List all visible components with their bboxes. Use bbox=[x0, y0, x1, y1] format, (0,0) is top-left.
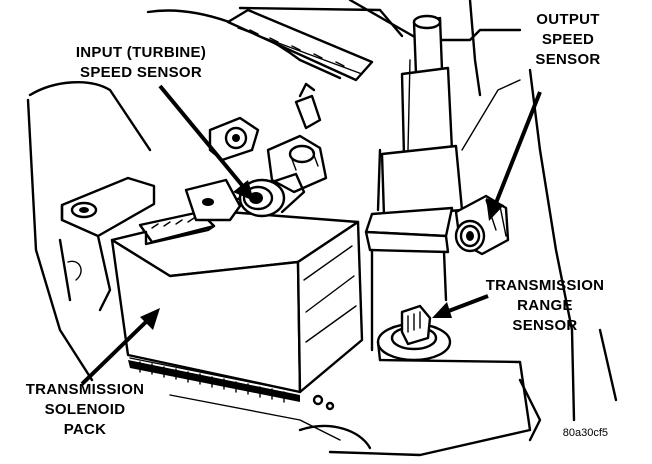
label-transmission-range-sensor: TRANSMISSION RANGE SENSOR bbox=[486, 277, 605, 334]
label-input-speed-sensor-line-2: SPEED SENSOR bbox=[80, 64, 202, 81]
output-shaft bbox=[364, 14, 521, 352]
label-transmission-solenoid-pack-line-3: PACK bbox=[64, 421, 107, 438]
upper-bracket-bar bbox=[226, 8, 374, 82]
label-output-speed-sensor-line-1: OUTPUT bbox=[536, 11, 599, 28]
label-input-speed-sensor-line-1: INPUT (TURBINE) bbox=[76, 44, 206, 61]
label-transmission-range-sensor-line-3: SENSOR bbox=[512, 317, 577, 334]
leader-arrows bbox=[80, 84, 542, 386]
arrowhead-output-speed-sensor bbox=[486, 198, 504, 221]
figure-reference-code: 80a30cf5 bbox=[563, 427, 608, 439]
label-transmission-range-sensor-line-2: RANGE bbox=[517, 297, 573, 314]
input-speed-sensor-assembly bbox=[184, 82, 328, 222]
label-input-speed-sensor: INPUT (TURBINE) SPEED SENSOR bbox=[76, 44, 206, 81]
label-output-speed-sensor-line-2: SPEED bbox=[542, 31, 594, 48]
arrow-output-speed-sensor bbox=[492, 91, 542, 209]
solenoid-pack-body bbox=[110, 196, 364, 411]
arrowhead-input-speed-sensor bbox=[233, 180, 254, 201]
output-speed-sensor bbox=[454, 194, 510, 256]
label-transmission-range-sensor-line-1: TRANSMISSION bbox=[486, 277, 605, 294]
arrow-transmission-solenoid-pack bbox=[80, 316, 152, 386]
label-output-speed-sensor-line-3: SENSOR bbox=[535, 51, 600, 68]
label-output-speed-sensor: OUTPUT SPEED SENSOR bbox=[535, 11, 600, 68]
label-transmission-solenoid-pack-line-2: SOLENOID bbox=[45, 401, 126, 418]
arrowhead-transmission-solenoid-pack bbox=[140, 308, 160, 330]
label-transmission-solenoid-pack-line-1: TRANSMISSION bbox=[26, 381, 145, 398]
label-transmission-solenoid-pack: TRANSMISSION SOLENOID PACK bbox=[26, 381, 145, 438]
left-mounting-bracket bbox=[60, 176, 156, 312]
transmission-range-sensor bbox=[376, 304, 452, 362]
arrowhead-transmission-range-sensor bbox=[432, 302, 452, 318]
arrow-transmission-range-sensor bbox=[445, 294, 489, 314]
arrow-input-speed-sensor bbox=[158, 84, 248, 192]
